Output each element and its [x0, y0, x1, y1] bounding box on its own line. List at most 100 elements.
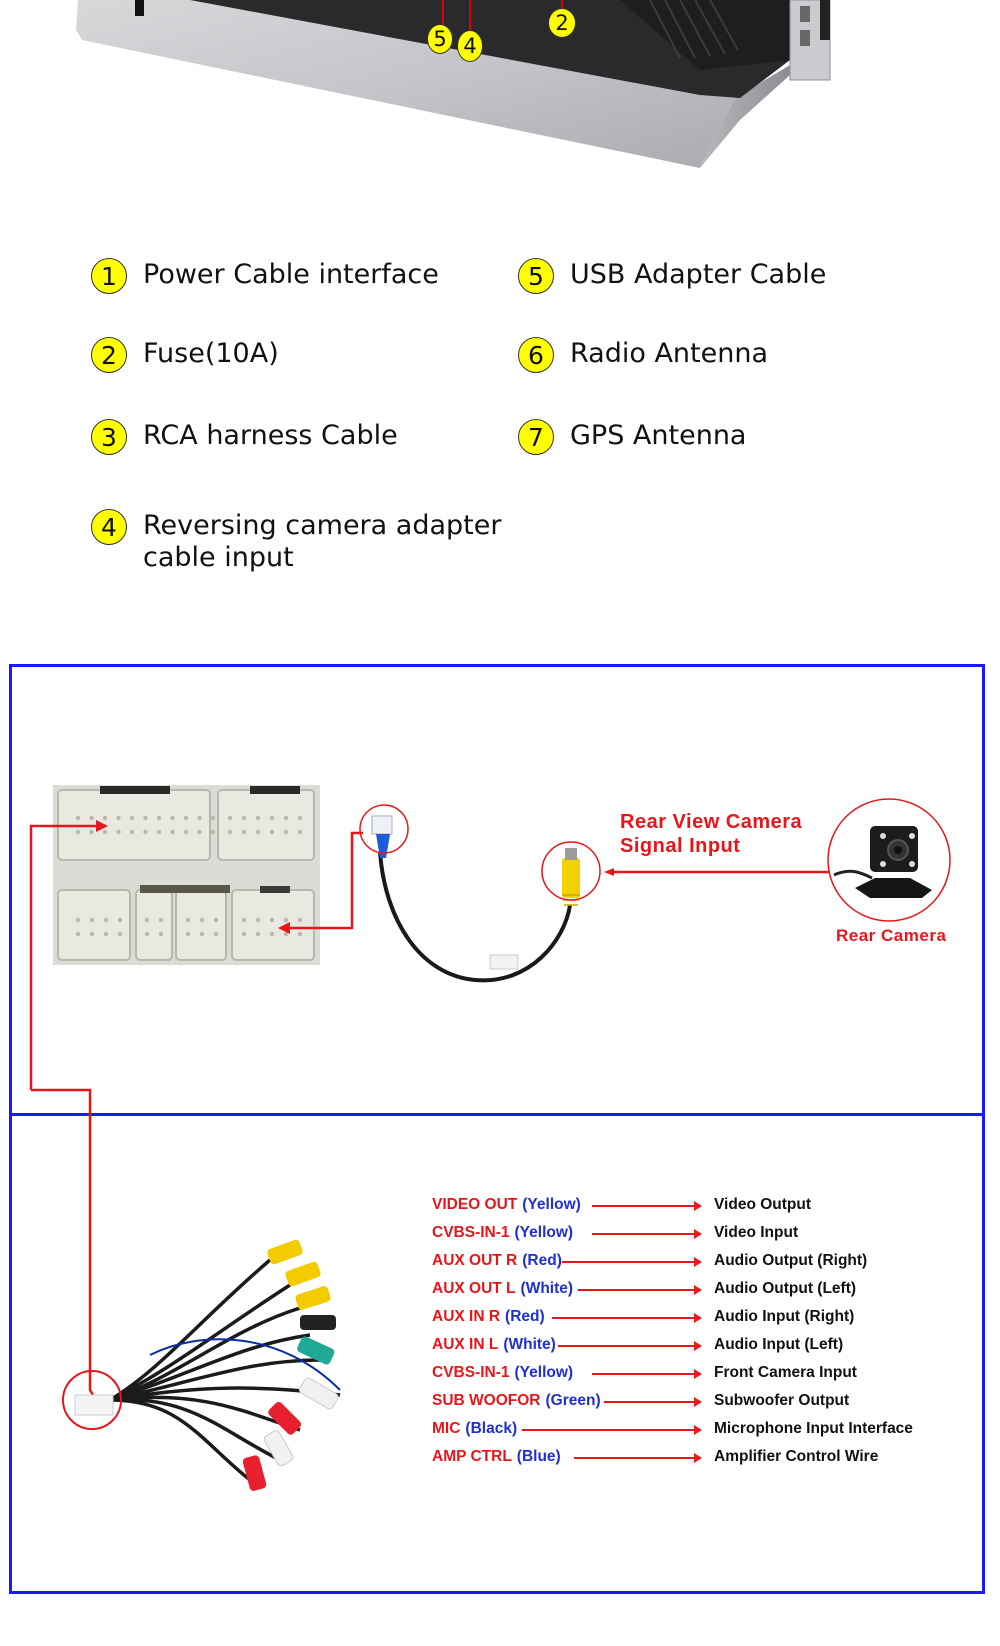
pin-name: AUX IN L	[432, 1336, 499, 1353]
rca-pin-row: SUB WOOFOR(Green)Subwoofer Output	[432, 1392, 952, 1418]
connector-pin	[144, 917, 150, 923]
pin-wire-color: (White)	[503, 1336, 556, 1353]
pin-description: Microphone Input Interface	[714, 1420, 913, 1437]
pin-wire-color: (Green)	[545, 1392, 601, 1409]
number-badge: 1	[91, 258, 127, 294]
arrow-right-icon	[592, 1369, 702, 1379]
rear-camera-label: Rear Camera	[836, 926, 947, 945]
legend-label: Reversing camera adapter cable input	[143, 510, 502, 573]
connector-pin	[102, 815, 108, 821]
pin-name: AUX IN R	[432, 1308, 501, 1325]
connector-pin	[255, 917, 261, 923]
adapter-plug	[371, 815, 393, 835]
legend-label: RCA harness Cable	[143, 420, 398, 451]
connector-pin	[117, 931, 123, 937]
frame-divider	[9, 1113, 985, 1116]
connector-pin	[116, 815, 121, 821]
connector-pin	[241, 815, 247, 821]
dark-casing	[190, 0, 790, 98]
connector-pin	[269, 815, 275, 821]
arrow-right-icon	[558, 1341, 702, 1351]
connector-pin	[283, 917, 289, 923]
connector-pin	[241, 931, 247, 937]
pin-name: SUB WOOFOR	[432, 1392, 541, 1409]
pin-name: AUX OUT R	[432, 1252, 518, 1269]
connector-pin	[210, 815, 216, 821]
harness-plug	[74, 1394, 114, 1416]
connector-pin	[75, 815, 81, 821]
connector-pin	[129, 815, 135, 821]
connector-pin	[75, 917, 81, 923]
arrow-right-icon	[562, 1257, 702, 1267]
rear-camera-icon	[833, 826, 932, 898]
connector-pin	[213, 931, 219, 937]
adapter-highlight-circle	[359, 804, 409, 854]
legend-label: Fuse(10A)	[143, 338, 279, 369]
pin-description: Video Input	[714, 1224, 799, 1241]
connector-pins	[75, 815, 303, 937]
connector-pin	[170, 829, 175, 835]
connector-pin	[89, 829, 94, 835]
pin-wire-color: (Blue)	[516, 1448, 561, 1465]
unit-callout-2: 2	[548, 8, 576, 38]
rca-pin-row: VIDEO OUT(Yellow)Video Output	[432, 1196, 952, 1222]
chassis-side	[700, 65, 790, 168]
head-unit-photo	[76, 0, 831, 168]
legend-item-1: 1 Power Cable interface	[91, 258, 439, 294]
connector-pin	[183, 815, 189, 821]
pin-description: Front Camera Input	[714, 1364, 857, 1381]
rear-view-signal-label: Rear View Camera Signal Input	[620, 811, 803, 857]
connector-pin	[197, 815, 202, 821]
legend-label: USB Adapter Cable	[570, 259, 827, 290]
connector-pin	[89, 931, 95, 937]
rca-pin-row: AUX OUT R(Red)Audio Output (Right)	[432, 1252, 952, 1278]
legend-item-4: 4 Reversing camera adapter cable input	[91, 509, 501, 574]
connector-pin	[156, 829, 162, 835]
arrow-right-icon	[604, 1397, 702, 1407]
number-badge: 7	[518, 419, 554, 455]
pin-name: CVBS-IN-1	[432, 1224, 510, 1241]
connector-pin	[143, 829, 148, 835]
arrow-right-icon	[578, 1285, 702, 1295]
number-badge: 4	[91, 509, 127, 545]
connector-block	[53, 785, 320, 965]
pin-description: Amplifier Control Wire	[714, 1448, 879, 1465]
pin-name: AUX OUT L	[432, 1280, 516, 1297]
connector-pin	[199, 917, 205, 923]
arrow-right-icon	[522, 1425, 702, 1435]
number-badge: 3	[91, 419, 127, 455]
connector-pin	[103, 931, 109, 937]
connector-pin	[227, 815, 233, 821]
legend-label: GPS Antenna	[570, 420, 747, 451]
connector-pin	[103, 917, 109, 923]
rca-yellow-plug	[562, 858, 580, 898]
rca-pin-row: AUX OUT L(White)Audio Output (Left)	[432, 1280, 952, 1306]
connector-pin	[185, 931, 191, 937]
pin-wire-color: (Black)	[465, 1420, 518, 1437]
pin-wire-color: (Red)	[505, 1308, 545, 1325]
legend-item-2: 2 Fuse(10A)	[91, 337, 279, 373]
connector-pin	[283, 829, 289, 835]
connector-pin	[102, 829, 108, 835]
connector-pin	[156, 815, 162, 821]
pin-description: Audio Input (Right)	[714, 1308, 855, 1325]
connector-pin	[283, 931, 289, 937]
legend-item-7: 7 GPS Antenna	[518, 419, 746, 455]
power-connector-leader	[29, 824, 98, 1090]
pin-description: Audio Input (Left)	[714, 1336, 844, 1353]
number-badge: 5	[518, 258, 554, 294]
legend-item-3: 3 RCA harness Cable	[91, 419, 398, 455]
rca-harness-cable	[109, 1258, 341, 1482]
pin-wire-color: (Yellow)	[514, 1364, 574, 1381]
connector-pin	[185, 917, 191, 923]
number-badge: 6	[518, 337, 554, 373]
pin-name: CVBS-IN-1	[432, 1364, 510, 1381]
rca-pin-row: AUX IN R(Red) Audio Input (Right)	[432, 1308, 952, 1334]
pin-description: Audio Output (Right)	[714, 1252, 868, 1269]
legend-label: Power Cable interface	[143, 259, 439, 290]
connector-pin	[158, 917, 164, 923]
connector-pin	[170, 815, 175, 821]
connector-pin	[213, 917, 219, 923]
rca-plugs	[242, 1239, 339, 1491]
connector-pin	[255, 829, 261, 835]
